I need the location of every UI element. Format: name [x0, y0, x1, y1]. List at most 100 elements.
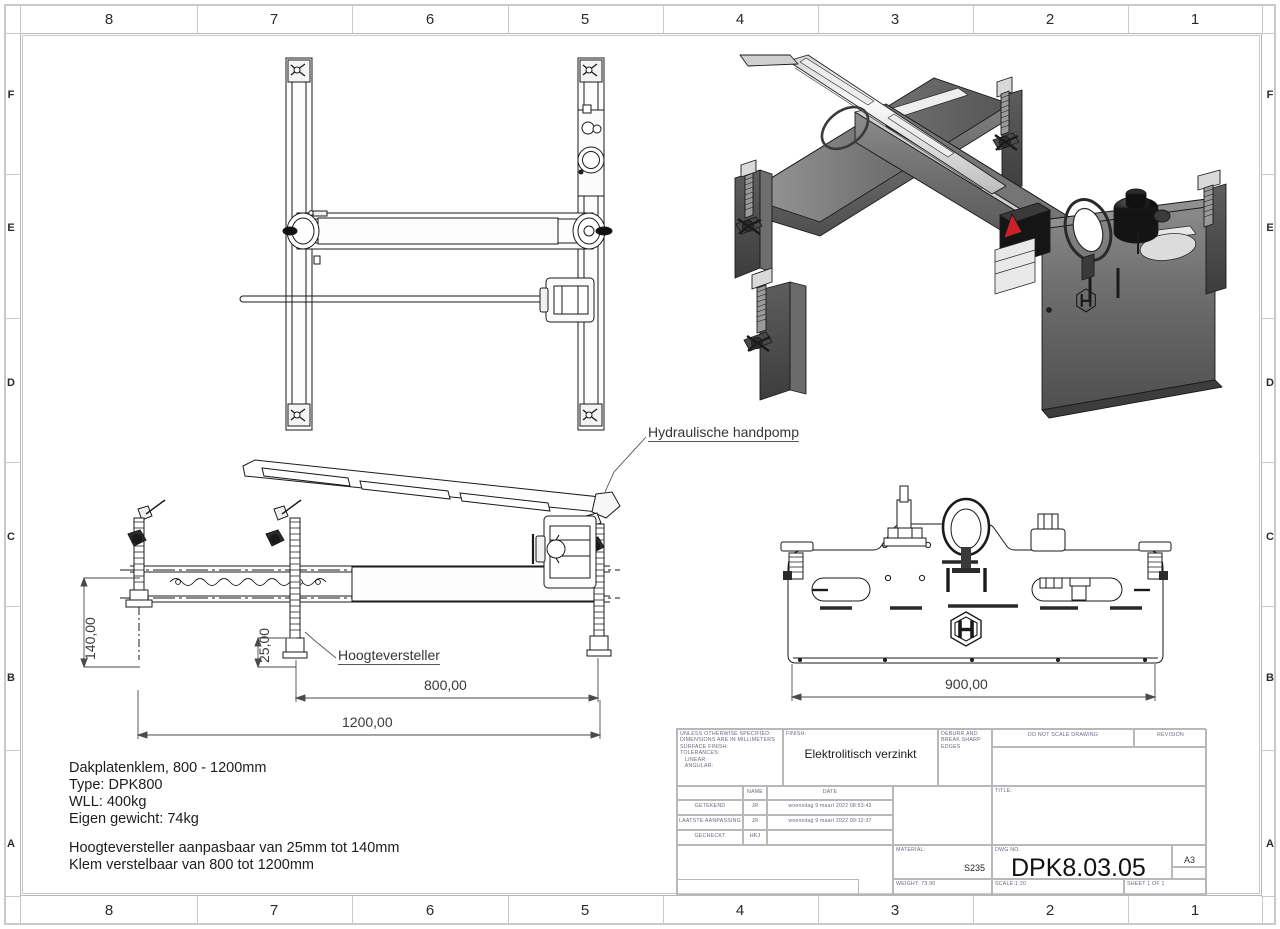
zone-tick — [352, 6, 353, 33]
view-isometric — [734, 54, 1227, 419]
zone-tick — [508, 6, 509, 33]
zone-row-a-right: A — [1266, 838, 1274, 850]
sheet-outer-border — [4, 4, 1276, 925]
title-block: UNLESS OTHERWISE SPECIFIED: DIMENSIONS A… — [676, 728, 1207, 896]
tb-freearea-sub — [677, 879, 859, 896]
zone-col-3: 3 — [890, 11, 900, 28]
notes-line-3: WLL: 400kg — [69, 794, 147, 810]
zone-tick — [6, 318, 21, 319]
notes-line-1: Dakplatenklem, 800 - 1200mm — [69, 760, 267, 776]
tb-blank-mid-cell — [893, 786, 992, 845]
zone-tick — [973, 896, 974, 923]
tb-dwgno-cell: DWG NO. DPK8.03.05 — [992, 845, 1172, 879]
zone-tick — [1261, 896, 1276, 897]
tb-sheet-cell: SHEET 1 OF 1 — [1124, 879, 1207, 896]
tb-revision-label: REVISION — [1157, 732, 1184, 739]
dimension-width-min: 800,00 — [424, 677, 467, 693]
view-front-elevation — [780, 485, 1172, 664]
tb-material-label: MATERIAL: — [896, 847, 926, 853]
tb-name-text-1: JR — [751, 818, 759, 825]
tb-sheetsize-value: A3 — [1183, 855, 1195, 865]
view-plan-top — [239, 57, 613, 431]
zone-row-d: D — [7, 377, 15, 389]
tb-role-text-2: GECHECKT — [694, 833, 726, 840]
zone-tick — [197, 896, 198, 923]
dimension-height-min: 25,00 — [256, 627, 272, 663]
tb-finish-cell: FINISH: Elektrolitisch verzinkt — [783, 729, 938, 786]
tb-signoff-date-0: woensdag 9 maart 2022 08:53:43 — [767, 800, 893, 815]
zone-row-c-right: C — [1266, 531, 1274, 543]
zone-tick — [20, 896, 21, 923]
zone-row-e: E — [7, 222, 15, 234]
tb-title-label: TITLE: — [995, 788, 1013, 794]
zone-tick — [1261, 462, 1276, 463]
tb-finish-label: FINISH: — [786, 731, 807, 737]
zone-row-b-right: B — [1266, 672, 1274, 684]
tb-signoff-name-1: JR — [743, 815, 767, 830]
callout-height-adjuster: Hoogteversteller — [338, 647, 440, 665]
tb-date-text-0: woensdag 9 maart 2022 08:53:43 — [788, 803, 872, 810]
sheet-zone-frame — [20, 33, 1262, 896]
tb-finish-value: Elektrolitisch verzinkt — [804, 747, 917, 761]
zone-tick — [663, 896, 664, 923]
zone-col-6: 6 — [425, 11, 435, 28]
zone-tick — [818, 896, 819, 923]
tb-signoff-name-header: NAME — [743, 786, 767, 800]
zone-tick — [6, 606, 21, 607]
dimension-width-max: 1200,00 — [342, 714, 393, 730]
tb-date-text-1: woensdag 9 maart 2022 09:12:37 — [788, 818, 872, 825]
tb-deburr-cell: DEBURR AND BREAK SHARP EDGES — [938, 729, 992, 786]
tb-signoff-name-0: JR — [743, 800, 767, 815]
tb-name-text-0: JR — [751, 803, 759, 810]
tb-revision-cell: REVISION — [1134, 729, 1207, 747]
notes-line-2: Type: DPK800 — [69, 777, 163, 793]
zone-tick — [6, 174, 21, 175]
zone-tick — [1261, 318, 1276, 319]
zone-tick — [197, 6, 198, 33]
tb-title-cell: TITLE: — [992, 786, 1207, 845]
tb-tolerances-text: UNLESS OTHERWISE SPECIFIED: DIMENSIONS A… — [680, 731, 775, 770]
zone-col-3-bottom: 3 — [890, 902, 900, 919]
zone-tick — [1262, 896, 1263, 923]
zone-tick — [1261, 33, 1276, 34]
tb-revision-value-cell — [992, 747, 1207, 786]
tb-material-value: S235 — [963, 863, 985, 873]
zone-col-2-bottom: 2 — [1045, 902, 1055, 919]
tb-tolerances-cell: UNLESS OTHERWISE SPECIFIED: DIMENSIONS A… — [677, 729, 783, 786]
zone-col-5-bottom: 5 — [580, 902, 590, 919]
tb-signoff-date-header: DATE — [767, 786, 893, 800]
tb-sheetsize-sub-cell — [1172, 867, 1207, 879]
callout-hydraulic-pump: Hydraulische handpomp — [648, 424, 799, 442]
tb-signoff-date-1: woensdag 9 maart 2022 09:12:37 — [767, 815, 893, 830]
tb-signoff-role-2: GECHECKT — [677, 830, 743, 845]
zone-tick — [1128, 896, 1129, 923]
zone-tick — [663, 6, 664, 33]
tb-signoff-name-2: HKJ — [743, 830, 767, 845]
zone-tick — [818, 6, 819, 33]
zone-row-c: C — [7, 531, 15, 543]
notes-line-6: Klem verstelbaar van 800 tot 1200mm — [69, 857, 315, 873]
tb-dwgno-value: DPK8.03.05 — [1011, 854, 1146, 879]
zone-tick — [6, 750, 21, 751]
tb-role-text-1: LAATSTE AANPASSING — [679, 818, 741, 825]
notes-line-4: Eigen gewicht: 74kg — [69, 811, 199, 827]
tb-do-not-scale-label: DO NOT SCALE DRAWING — [1027, 732, 1099, 739]
tb-material-cell: MATERIAL: S235 — [893, 845, 992, 879]
zone-row-d-right: D — [1266, 377, 1274, 389]
dimension-front-width: 900,00 — [945, 676, 988, 692]
tb-date-header-text: DATE — [822, 789, 838, 796]
zone-col-4: 4 — [735, 11, 745, 28]
zone-tick — [1261, 750, 1276, 751]
tb-name-header-text: NAME — [746, 789, 764, 796]
zone-tick — [973, 6, 974, 33]
tb-signoff-role-0: GETEKEND — [677, 800, 743, 815]
tb-role-text-0: GETEKEND — [694, 803, 726, 810]
tb-sheetsize-cell: A3 — [1172, 845, 1207, 867]
tb-scale-label: SCALE:1:20 — [995, 881, 1027, 887]
zone-tick — [352, 896, 353, 923]
zone-col-6-bottom: 6 — [425, 902, 435, 919]
zone-tick — [508, 896, 509, 923]
zone-tick — [20, 6, 21, 33]
notes-line-5: Hoogteversteller aanpasbaar van 25mm tot… — [69, 840, 400, 856]
